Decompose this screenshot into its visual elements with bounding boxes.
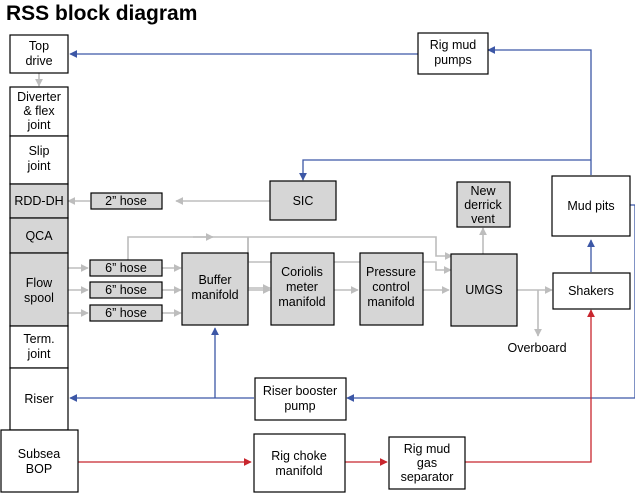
box-top-drive: Top drive [9, 34, 69, 74]
coriolis-label-1: Coriolis [281, 265, 323, 279]
box-shakers: Shakers [552, 272, 631, 310]
diverter-label-1: Diverter [17, 90, 61, 104]
box-umgs: UMGS [450, 253, 518, 327]
box-coriolis-meter-manifold: Coriolis meter manifold [270, 252, 335, 326]
pressure-label-1: Pressure [366, 265, 416, 279]
red-flow-lines [78, 309, 595, 466]
term-joint-label-1: Term. [23, 332, 54, 346]
buffer-label-2: manifold [191, 288, 238, 302]
box-subsea-bop: Subsea BOP [0, 429, 79, 493]
mud-pits-label: Mud pits [567, 199, 614, 213]
blue-flow-lines [69, 46, 635, 402]
box-6in-hose-1: 6” hose [89, 259, 163, 277]
box-qca: QCA [9, 217, 69, 254]
overboard-label: Overboard [507, 341, 566, 355]
top-drive-label-2: drive [25, 54, 52, 68]
rdd-dh-label: RDD-DH [14, 194, 63, 208]
box-rig-mud-gas-separator: Rig mud gas separator [388, 436, 466, 490]
qca-label: QCA [25, 229, 53, 243]
box-riser: Riser [9, 367, 69, 431]
box-slip-joint: Slip joint [9, 135, 69, 185]
subsea-bop-label-1: Subsea [18, 447, 60, 461]
box-rig-choke-manifold: Rig choke manifold [253, 433, 346, 493]
separator-label-3: separator [401, 470, 454, 484]
diverter-label-3: joint [27, 118, 51, 132]
flow-mudpits-to-booster [346, 204, 635, 402]
umgs-label: UMGS [465, 283, 503, 297]
top-drive-label-1: Top [29, 39, 49, 53]
vent-label-2: derrick [464, 198, 502, 212]
box-pressure-control-manifold: Pressure control manifold [359, 252, 424, 326]
hose-2in-label: 2” hose [105, 194, 147, 208]
coriolis-label-3: manifold [278, 295, 325, 309]
shakers-label: Shakers [568, 284, 614, 298]
rig-mud-pumps-label-2: pumps [434, 53, 472, 67]
term-joint-label-2: joint [27, 347, 51, 361]
box-term-joint: Term. joint [9, 325, 69, 369]
pressure-label-3: manifold [367, 295, 414, 309]
box-rig-mud-pumps: Rig mud pumps [417, 32, 489, 75]
hose-6in-3-label: 6” hose [105, 306, 147, 320]
flow-spool-label-2: spool [24, 291, 54, 305]
flow-mudpits-to-sic [299, 159, 591, 181]
box-buffer-manifold: Buffer manifold [181, 252, 249, 326]
box-riser-booster-pump: Riser booster pump [254, 377, 347, 421]
vent-label-3: vent [471, 212, 495, 226]
box-6in-hose-2: 6” hose [89, 281, 163, 299]
choke-label-2: manifold [275, 464, 322, 478]
box-new-derrick-vent: New derrick vent [456, 181, 511, 228]
box-flow-spool: Flow spool [9, 252, 69, 327]
flow-mudpits-to-pumps [487, 46, 592, 175]
box-mud-pits: Mud pits [551, 175, 631, 237]
slip-joint-label-1: Slip [29, 144, 50, 158]
booster-label-2: pump [284, 399, 315, 413]
sic-label: SIC [293, 194, 314, 208]
booster-label-1: Riser booster [263, 384, 337, 398]
flow-separator-to-shakers [465, 309, 595, 463]
box-2in-hose: 2” hose [90, 192, 163, 210]
pressure-label-2: control [372, 280, 410, 294]
hose-6in-1-label: 6” hose [105, 261, 147, 275]
coriolis-label-2: meter [286, 280, 318, 294]
subsea-bop-label-2: BOP [26, 462, 52, 476]
diverter-label-2: & flex [23, 104, 55, 118]
separator-label-1: Rig mud [404, 442, 451, 456]
diagram-title: RSS block diagram [6, 2, 197, 25]
choke-label-1: Rig choke [271, 449, 327, 463]
box-6in-hose-3: 6” hose [89, 304, 163, 322]
flow-bypass-top-2 [193, 236, 453, 260]
flow-spool-label-1: Flow [26, 276, 53, 290]
flow-bypass-top-1 [127, 233, 214, 268]
separator-label-2: gas [417, 456, 437, 470]
box-rdd-dh: RDD-DH [9, 183, 69, 219]
riser-label: Riser [24, 392, 53, 406]
slip-joint-label-2: joint [27, 159, 51, 173]
rig-mud-pumps-label-1: Rig mud [430, 38, 477, 52]
vent-label-1: New [470, 184, 496, 198]
box-sic: SIC [269, 180, 337, 221]
hose-6in-2-label: 6” hose [105, 283, 147, 297]
buffer-label-1: Buffer [198, 273, 231, 287]
box-diverter-flex-joint: Diverter & flex joint [9, 86, 69, 137]
